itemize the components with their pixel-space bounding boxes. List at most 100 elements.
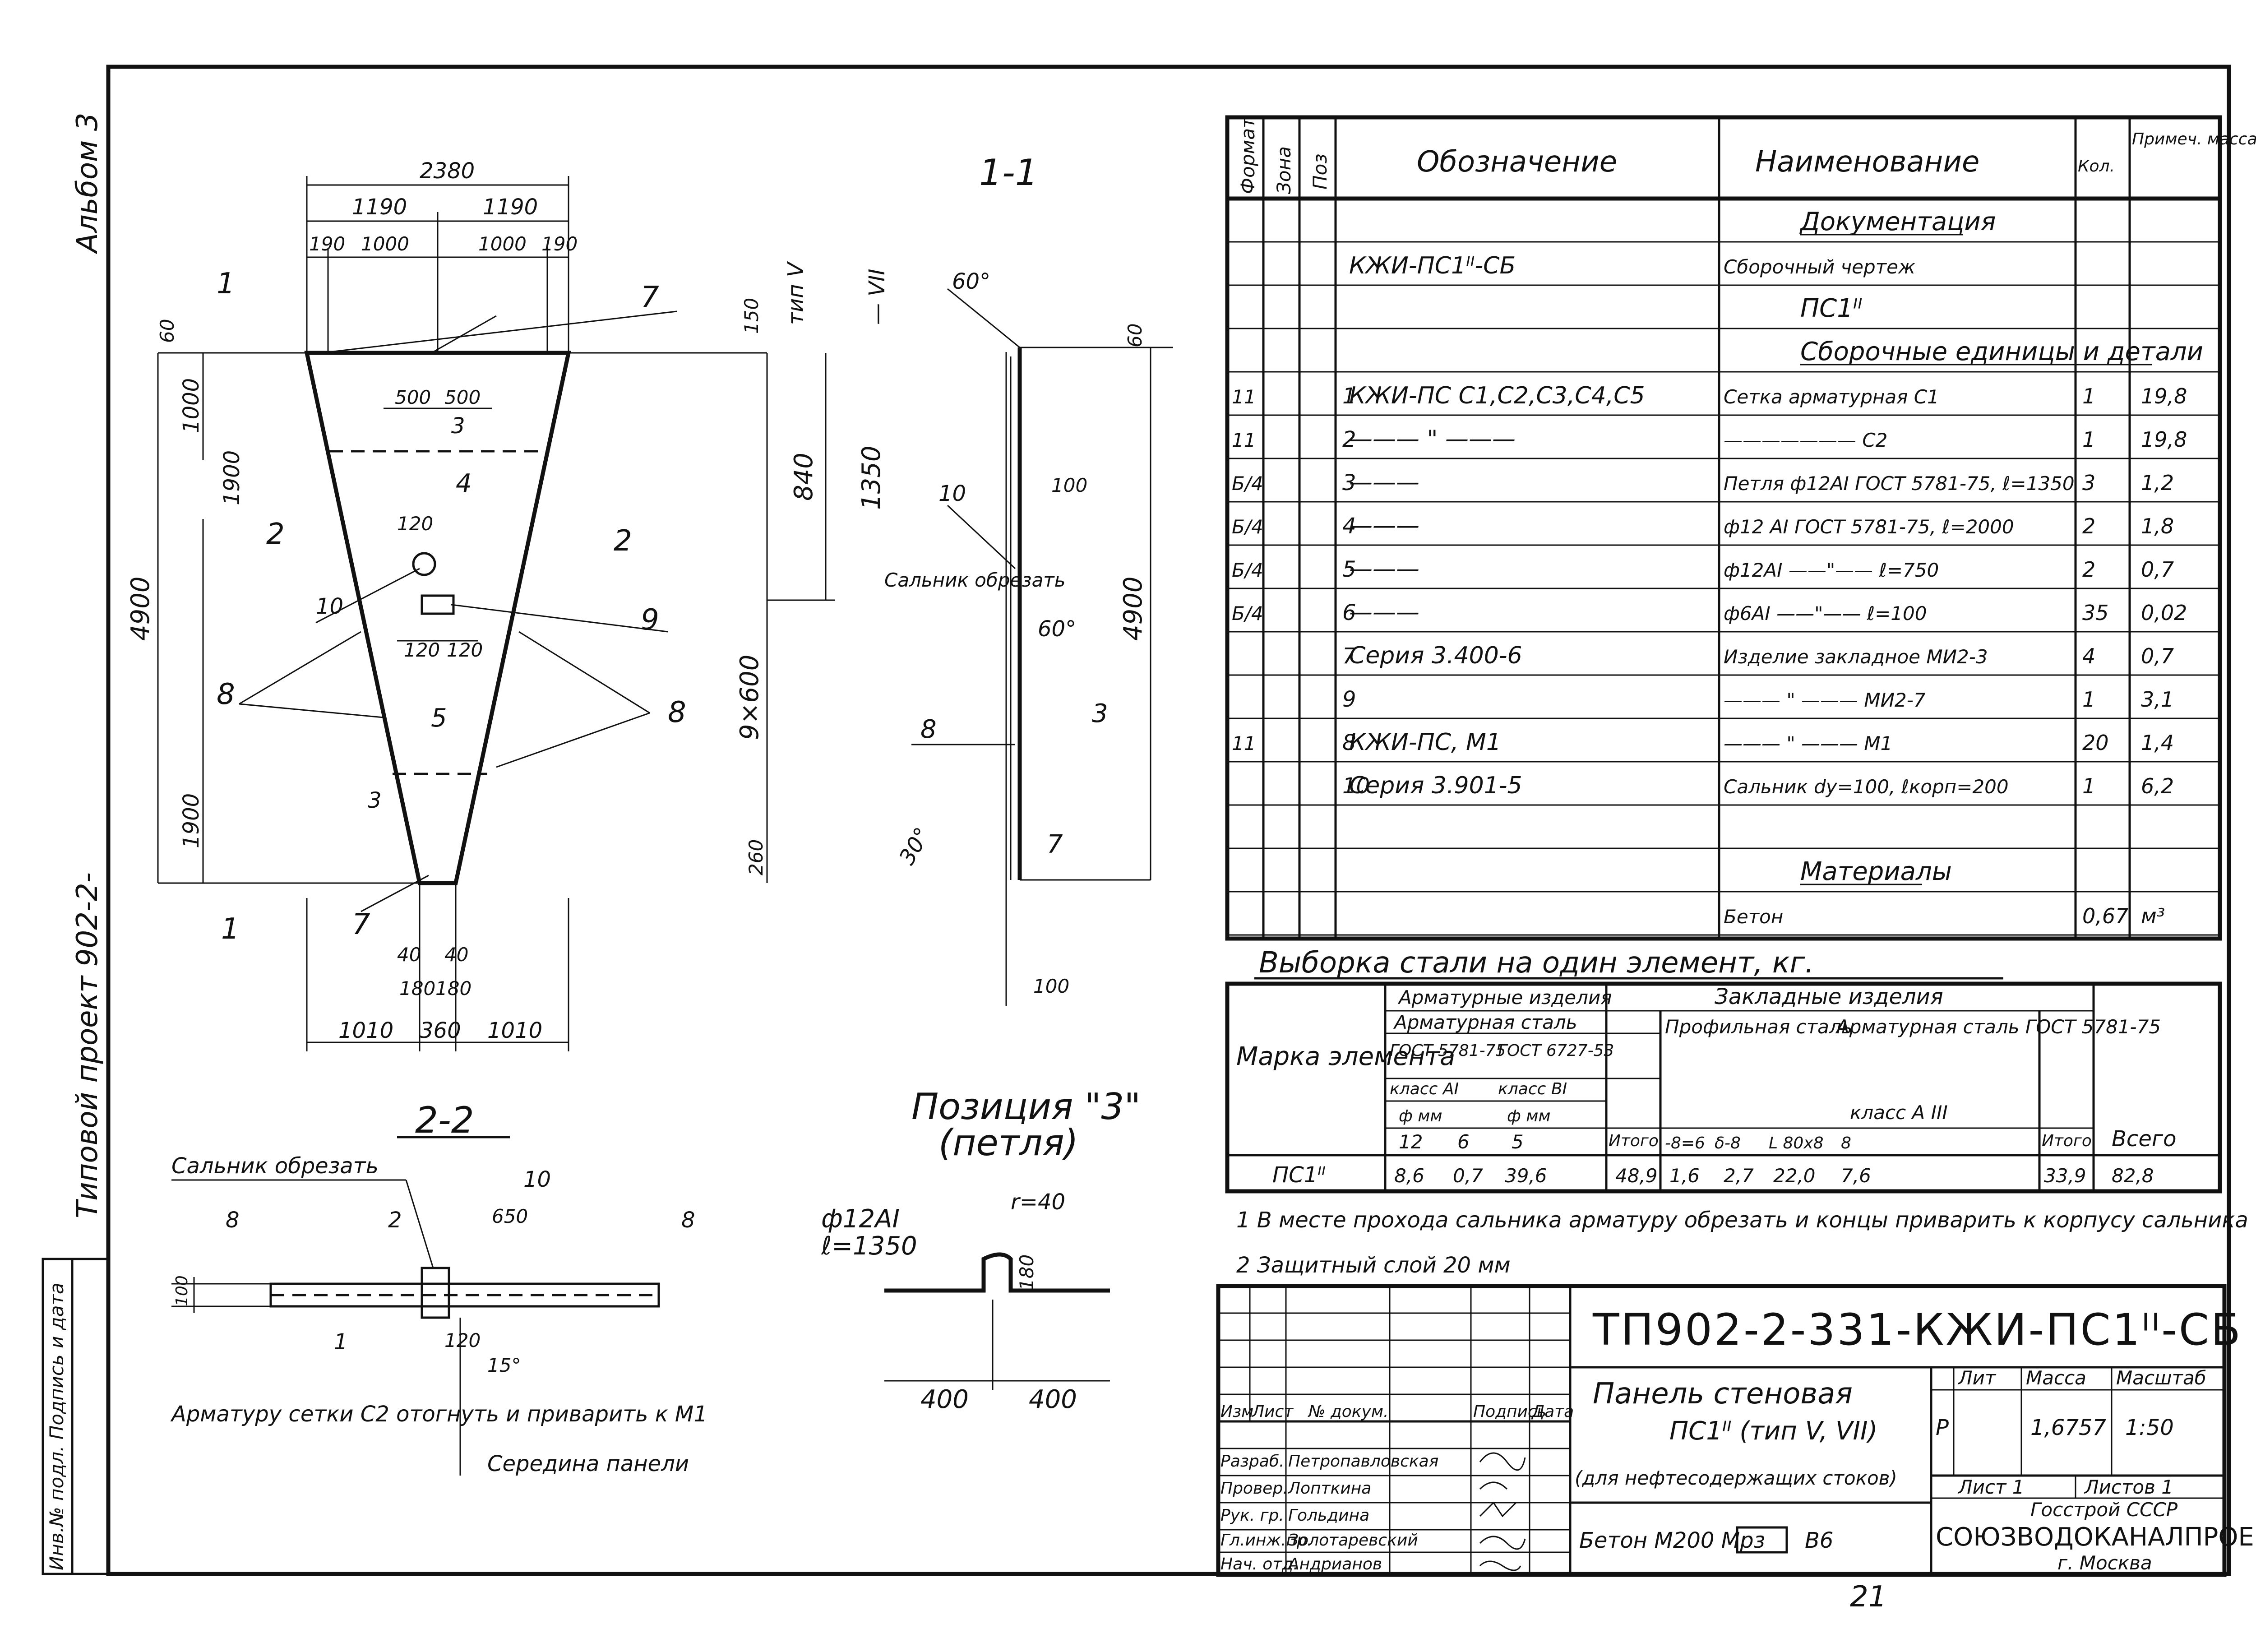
sec11-callout-salnik: Сальник обрезать bbox=[884, 569, 1066, 591]
spec-cell-name: ф12AI ——"—— ℓ=750 bbox=[1724, 559, 1939, 581]
steel-sub-8: 8 bbox=[1841, 1134, 1851, 1152]
spec-h-name: Наименование bbox=[1755, 145, 1979, 179]
spec-cell-pos: 3 bbox=[1342, 470, 1356, 495]
callout-8-right: 8 bbox=[668, 696, 686, 729]
sec11-dim-4900: 4900 bbox=[1119, 576, 1148, 641]
spec-cell-designation: КЖИ-ПС1ᴵᴵ-СБ bbox=[1349, 252, 1516, 279]
steel-h-total1: Итого bbox=[1609, 1132, 1659, 1150]
spec-cell-qty: 20 bbox=[2082, 731, 2109, 755]
steel-title: Выборка стали на один элемент, кг. bbox=[1259, 946, 1814, 980]
spec-cell-pos: 10 bbox=[1342, 773, 1370, 799]
steel-v-220: 22,0 bbox=[1773, 1165, 1816, 1187]
stamp-concrete: Бетон М200 Мрз bbox=[1579, 1528, 1765, 1553]
spec-h-format: Формат bbox=[1237, 116, 1259, 194]
stamp-name-5: Андрианов bbox=[1287, 1555, 1382, 1573]
steel-v-489: 48,9 bbox=[1615, 1165, 1658, 1187]
stamp-scale-h: Масштаб bbox=[2116, 1367, 2206, 1389]
type-label2: — VII bbox=[864, 269, 890, 325]
sec22-label-650: 650 bbox=[492, 1205, 528, 1227]
note-1: 1 В месте прохода сальника арматуру обре… bbox=[1236, 1208, 2248, 1233]
stamp-concrete-w: В6 bbox=[1805, 1528, 1833, 1553]
sec11-angle-60-mid: 60° bbox=[1038, 616, 1076, 642]
sec11-callout-8: 8 bbox=[920, 715, 937, 744]
sec22-note-armatura: Арматуру сетки С2 отогнуть и приварить к… bbox=[170, 1402, 707, 1427]
steel-v-339: 33,9 bbox=[2044, 1165, 2086, 1187]
steel-h-class3: класс A III bbox=[1850, 1101, 1948, 1124]
callout-1-bottom: 1 bbox=[221, 912, 240, 946]
stamp-mass: 1,6757 bbox=[2030, 1415, 2106, 1440]
spec-h-qty: Кол. bbox=[2078, 157, 2115, 176]
spec-cell-pos: 2 bbox=[1342, 427, 1356, 452]
pos3-title: Позиция "3" bbox=[911, 1086, 1141, 1128]
spec-cell-pos: 9 bbox=[1342, 687, 1356, 712]
spec-h-pos: Поз bbox=[1309, 153, 1331, 190]
dim-180b: 180 bbox=[435, 977, 472, 1000]
spec-cell-note: 19,8 bbox=[2141, 427, 2187, 452]
spec-cell-note: 1,4 bbox=[2141, 731, 2174, 755]
dim-1900-left: 1900 bbox=[219, 450, 245, 505]
stamp-role-3: Рук. гр. bbox=[1220, 1506, 1284, 1525]
dim-1190a: 1190 bbox=[352, 194, 407, 220]
steel-h-all: Всего bbox=[2112, 1126, 2176, 1152]
pos3-400b: 400 bbox=[1029, 1385, 1077, 1414]
spec-cell-note: 1,2 bbox=[2141, 471, 2174, 495]
sec11-callout-7: 7 bbox=[1047, 830, 1063, 859]
section-1-1: 1-1 60° 60 100 60° 4900 30° 100 10 Сальн… bbox=[884, 152, 1173, 1006]
spec-cell-designation: ——— bbox=[1349, 512, 1419, 539]
spec-cell-name: ф6AI ——"—— ℓ=100 bbox=[1724, 602, 1927, 625]
dim-150: 150 bbox=[740, 298, 763, 334]
specification-table: Формат Зона Поз Обозначение Наименование… bbox=[1225, 115, 2256, 941]
pos3-400a: 400 bbox=[920, 1385, 969, 1414]
signature-2 bbox=[1479, 1481, 1508, 1490]
spec-cell-pos: 8 bbox=[1342, 730, 1356, 755]
spec-cell-name: ——— " ——— М1 bbox=[1724, 732, 1892, 754]
dim-2380: 2380 bbox=[420, 158, 475, 184]
dim-40a: 40 bbox=[397, 944, 421, 966]
steel-table: Выборка стали на один элемент, кг. Марка… bbox=[1225, 946, 2222, 1194]
callout-8-left: 8 bbox=[217, 678, 235, 711]
spec-cell-designation: Серия 3.400-6 bbox=[1349, 642, 1522, 669]
dim-190a: 190 bbox=[309, 233, 345, 255]
section-2-2-title: 2-2 bbox=[415, 1099, 474, 1141]
steel-v-86: 8,6 bbox=[1394, 1165, 1424, 1187]
sec22-label-1: 1 bbox=[334, 1329, 348, 1355]
steel-v-16: 1,6 bbox=[1669, 1165, 1700, 1187]
steel-sub-d8: δ-8 bbox=[1715, 1134, 1741, 1152]
spec-cell-name: Петля ф12AI ГОСТ 5781-75, ℓ=1350 bbox=[1724, 472, 2075, 495]
sec11-dim-60: 60 bbox=[1124, 324, 1146, 347]
stamp-name-1: Петропавловская bbox=[1288, 1452, 1438, 1471]
spec-cell-designation: ——— " ——— bbox=[1349, 426, 1516, 453]
stamp-role-5: Нач. отд. bbox=[1220, 1555, 1299, 1573]
spec-cell-designation: КЖИ-ПС, М1 bbox=[1349, 729, 1501, 756]
spec-cell-name: Документация bbox=[1799, 207, 1996, 236]
dim-360: 360 bbox=[420, 1018, 461, 1043]
spec-cell-format: Б/4 bbox=[1232, 472, 1263, 495]
spec-h-designation: Обозначение bbox=[1417, 145, 1617, 179]
spec-h-zone: Зона bbox=[1273, 146, 1295, 194]
spec-cell-qty: 2 bbox=[2082, 514, 2095, 538]
dim-1010b: 1010 bbox=[487, 1018, 542, 1043]
stamp-sheets: Листов 1 bbox=[2084, 1476, 2173, 1498]
position-3: Позиция "3" (петля) ф12AI ℓ=1350 r=40 18… bbox=[821, 1086, 1141, 1414]
revision-grid bbox=[1218, 1286, 1570, 1575]
steel-sub-12: 12 bbox=[1399, 1131, 1423, 1153]
dim-1000a: 1000 bbox=[361, 233, 409, 255]
spec-cell-name: Бетон bbox=[1724, 906, 1783, 928]
notes: 1 В месте прохода сальника арматуру обре… bbox=[1236, 1208, 2248, 1278]
pos3-radius: r=40 bbox=[1011, 1189, 1065, 1215]
spec-cell-name: Изделие закладное МИ2-3 bbox=[1724, 646, 1988, 668]
sec11-dim-100-bottom: 100 bbox=[1033, 975, 1069, 997]
sec22-label-2: 2 bbox=[388, 1208, 402, 1233]
spec-cell-name: ф12 AI ГОСТ 5781-75, ℓ=2000 bbox=[1724, 516, 2014, 538]
title-block: Изм Лист № докум. Подпись Дата Разраб. П… bbox=[1216, 1284, 2256, 1577]
stamp-name3: (для нефтесодержащих стоков) bbox=[1575, 1467, 1897, 1489]
sec11-angle-30: 30° bbox=[894, 823, 935, 869]
steel-h-dia1: ф мм bbox=[1399, 1107, 1442, 1125]
stamp-h-doc: № докум. bbox=[1308, 1402, 1388, 1421]
steel-h-arm: Арматурные изделия bbox=[1397, 986, 1612, 1009]
spec-cell-qty: 1 bbox=[2082, 384, 2095, 408]
spec-cell-designation: Серия 3.901-5 bbox=[1349, 772, 1522, 799]
stamp-code: ТП902-2-331-КЖИ-ПС1ᴵᴵ-СБ bbox=[1592, 1305, 2242, 1355]
spec-cell-name: Сетка арматурная С1 bbox=[1724, 386, 1939, 408]
callout-3-bottom: 3 bbox=[368, 788, 382, 813]
